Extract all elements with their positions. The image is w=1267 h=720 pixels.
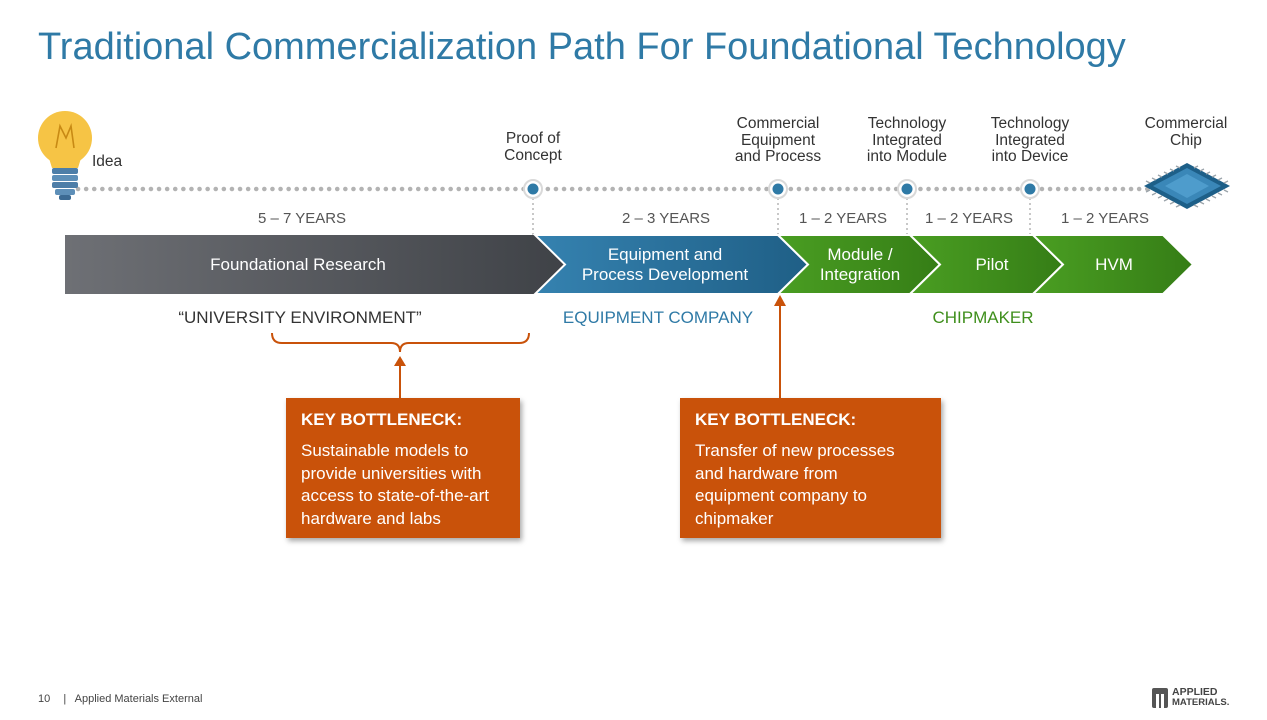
university-brace [271, 332, 530, 353]
applied-materials-logo: APPLIED MATERIALS. [1150, 686, 1232, 710]
footer-separator: | [63, 693, 67, 705]
duration-research: 5 – 7 YEARS [257, 210, 347, 227]
milestone-label-module: Technology Integrated into Module [866, 115, 948, 165]
stage-label-equipment: Equipment and Process Development [581, 244, 749, 284]
bottleneck-box-university: KEY BOTTLENECK: Sustainable models to pr… [286, 398, 520, 538]
milestone-dot-proof [523, 179, 543, 199]
milestone-label-commercial-equipment: Commercial Equipment and Process [734, 115, 822, 165]
bottleneck-box-transfer: KEY BOTTLENECK: Transfer of new processe… [680, 398, 941, 538]
bottleneck-heading: KEY BOTTLENECK: [301, 410, 463, 429]
stage-label-hvm: HVM [1095, 254, 1133, 274]
bottleneck-body: Sustainable models to provide universiti… [301, 441, 490, 528]
footer-text: Applied Materials External [74, 693, 203, 705]
environment-chipmaker: CHIPMAKER [932, 308, 1034, 327]
bottleneck-heading: KEY BOTTLENECK: [695, 410, 857, 429]
bottleneck-body: Transfer of new processes and hardware f… [695, 441, 895, 528]
logo-text: APPLIED MATERIALS. [1172, 686, 1230, 708]
environment-equipment-company: EQUIPMENT COMPANY [562, 308, 754, 327]
milestone-label-device: Technology Integrated into Device [990, 115, 1070, 165]
lightbulb-icon [38, 111, 92, 200]
footer: 10 | Applied Materials External [38, 693, 202, 705]
milestone-dot-device [1020, 179, 1040, 199]
duration-equipment: 2 – 3 YEARS [621, 210, 711, 227]
page-title: Traditional Commercialization Path For F… [38, 26, 1126, 68]
duration-pilot: 1 – 2 YEARS [924, 210, 1014, 227]
environment-university: “UNIVERSITY ENVIRONMENT” [178, 308, 422, 327]
stage-arrow-research [65, 235, 565, 294]
page-number: 10 [38, 693, 51, 705]
duration-module: 1 – 2 YEARS [798, 210, 888, 227]
milestone-label-idea: Idea [92, 153, 123, 170]
milestone-label-commercial-chip: Commercial Chip [1144, 115, 1228, 149]
milestone-label-proof-of-concept: Proof of Concept [504, 130, 562, 164]
milestone-dot-equipment [768, 179, 788, 199]
chip-icon [1144, 163, 1230, 209]
logo-mark [1152, 688, 1168, 708]
milestone-connectors [532, 198, 1031, 236]
milestone-dot-module [897, 179, 917, 199]
duration-hvm: 1 – 2 YEARS [1060, 210, 1150, 227]
stage-label-research: Foundational Research [210, 254, 386, 274]
stage-label-module: Module / Integration [819, 244, 901, 284]
stage-arrow-hvm [1030, 234, 1195, 295]
stage-label-pilot: Pilot [975, 254, 1009, 274]
